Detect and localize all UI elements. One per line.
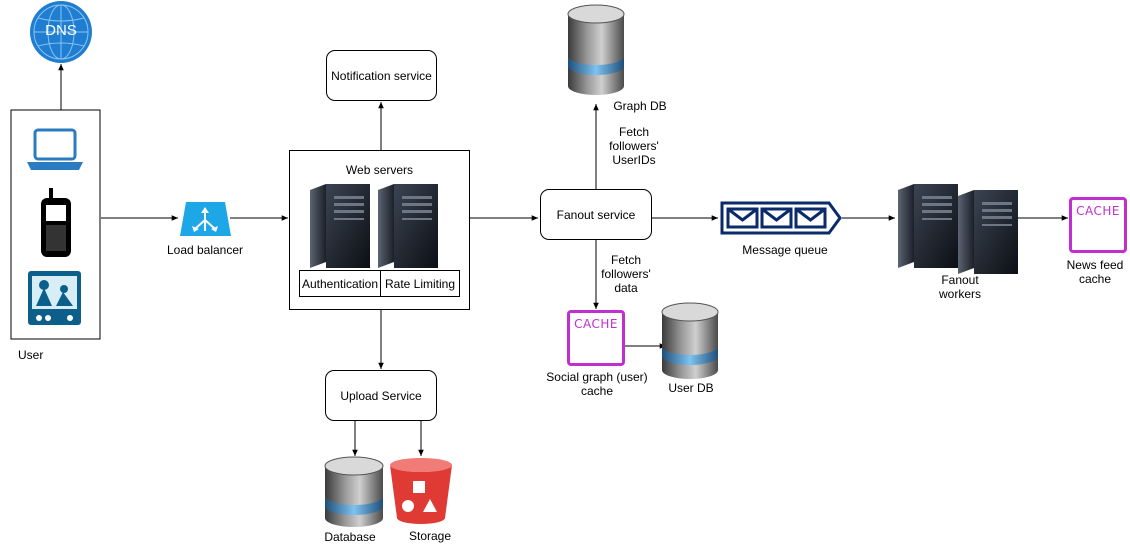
message-queue-label: Message queue bbox=[742, 243, 828, 257]
laptop-icon bbox=[27, 128, 83, 170]
video-terminal-icon bbox=[28, 271, 81, 325]
authentication-cell: Authentication bbox=[299, 270, 381, 297]
mobile-phone-icon bbox=[41, 188, 71, 257]
dns-icon bbox=[30, 1, 92, 63]
news-feed-cache-icon: CACHE bbox=[1069, 197, 1127, 253]
news-feed-cache-label: News feed cache bbox=[1066, 258, 1124, 286]
storage-label: Storage bbox=[408, 529, 452, 543]
social-graph-cache-icon: CACHE bbox=[567, 310, 625, 366]
message-queue-icon bbox=[720, 201, 842, 235]
web-server-tower-1-icon bbox=[310, 184, 370, 268]
web-servers-box bbox=[289, 150, 470, 310]
edges bbox=[58, 64, 1068, 456]
load-balancer-label: Load balancer bbox=[166, 243, 244, 257]
fetch-userids-label: Fetch followers' UserIDs bbox=[609, 125, 659, 167]
upload-service-box: Upload Service bbox=[325, 370, 437, 421]
fetch-data-label: Fetch followers' data bbox=[601, 253, 651, 295]
web-server-tower-2-icon bbox=[378, 184, 438, 268]
notification-service-label: Notification service bbox=[331, 68, 432, 83]
notification-service-box: Notification service bbox=[326, 50, 437, 101]
graph-db-label: Graph DB bbox=[613, 99, 667, 113]
fanout-service-box: Fanout service bbox=[540, 189, 652, 240]
upload-service-label: Upload Service bbox=[340, 388, 422, 403]
storage-bucket-icon bbox=[390, 458, 452, 524]
graph-db-icon bbox=[567, 4, 625, 95]
social-graph-cache-label: Social graph (user) cache bbox=[546, 370, 648, 398]
rate-limiting-cell: Rate Limiting bbox=[380, 270, 460, 297]
database-label: Database bbox=[324, 530, 376, 544]
user-db-icon bbox=[661, 302, 719, 379]
web-servers-label: Web servers bbox=[345, 163, 414, 177]
queue-envelope-3-icon bbox=[794, 207, 827, 229]
fanout-service-label: Fanout service bbox=[556, 207, 636, 222]
dns-icon-label: DNS bbox=[45, 22, 77, 39]
fanout-workers-label: Fanout workers bbox=[938, 273, 981, 301]
database-icon bbox=[324, 456, 384, 527]
user-label: User bbox=[18, 348, 44, 362]
queue-envelope-2-icon bbox=[760, 207, 793, 229]
queue-envelope-1-icon bbox=[726, 207, 759, 229]
user-db-label: User DB bbox=[668, 381, 714, 395]
load-balancer-icon bbox=[180, 202, 231, 236]
fanout-worker-tower-1-icon bbox=[898, 184, 958, 268]
fanout-worker-tower-2-icon bbox=[958, 190, 1018, 274]
